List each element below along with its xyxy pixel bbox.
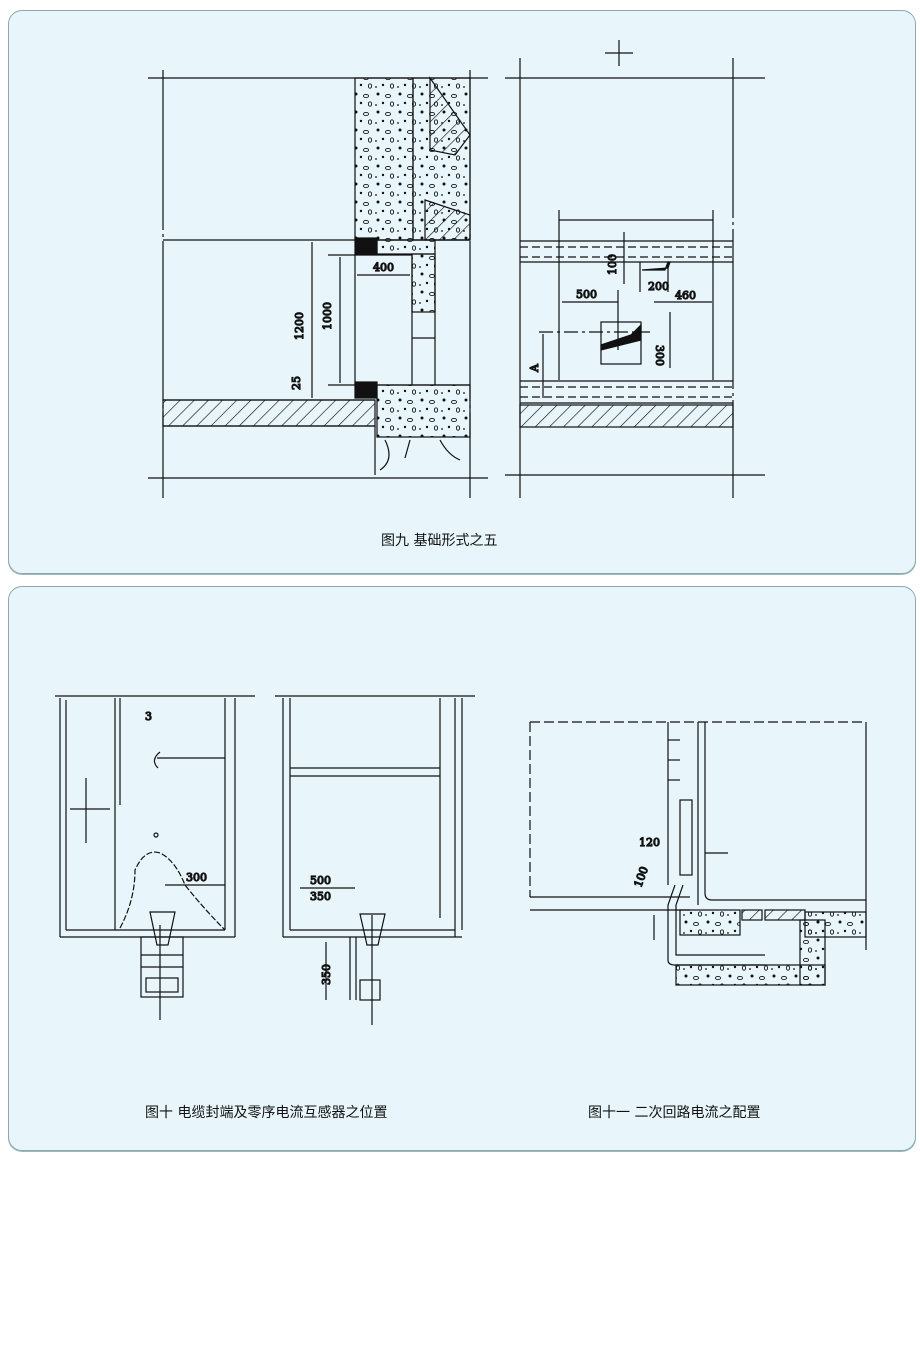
figure-9-elevation-view: 200 500 460 100 300 A: [505, 40, 765, 498]
dim-400: 400: [373, 261, 394, 274]
figure-11-drawing: 120 100: [529, 721, 867, 986]
figure-11-caption: 图十一 二次回路电流之配置: [588, 1105, 761, 1121]
dim-100: 100: [606, 254, 619, 275]
fig11-dim-100: 100: [632, 865, 651, 889]
fig10-dim-500: 500: [310, 874, 331, 887]
label-a: A: [528, 363, 541, 373]
dim-300: 300: [653, 345, 666, 366]
fig10-dim-300: 300: [186, 871, 207, 884]
figure-9-caption: 图九 基础形式之五: [381, 533, 498, 549]
dim-1200: 1200: [293, 312, 306, 340]
figure-10-drawing: 300 3 500 350 350: [55, 695, 475, 1025]
dim-1000: 1000: [321, 302, 334, 330]
dim-200: 200: [648, 280, 669, 293]
figure-10-caption: 图十 电缆封端及零序电流互感器之位置: [145, 1105, 388, 1121]
dim-500: 500: [576, 288, 597, 301]
figure-9-section-view: 400 1200 1000 25: [148, 70, 488, 498]
fig10-dim-350: 350: [310, 890, 331, 903]
dim-460: 460: [675, 289, 696, 302]
dim-25: 25: [290, 376, 303, 390]
fig11-dim-120: 120: [639, 836, 660, 849]
fig10-dim-350-vertical: 350: [320, 964, 333, 985]
fig10-mark-3: 3: [145, 710, 152, 723]
